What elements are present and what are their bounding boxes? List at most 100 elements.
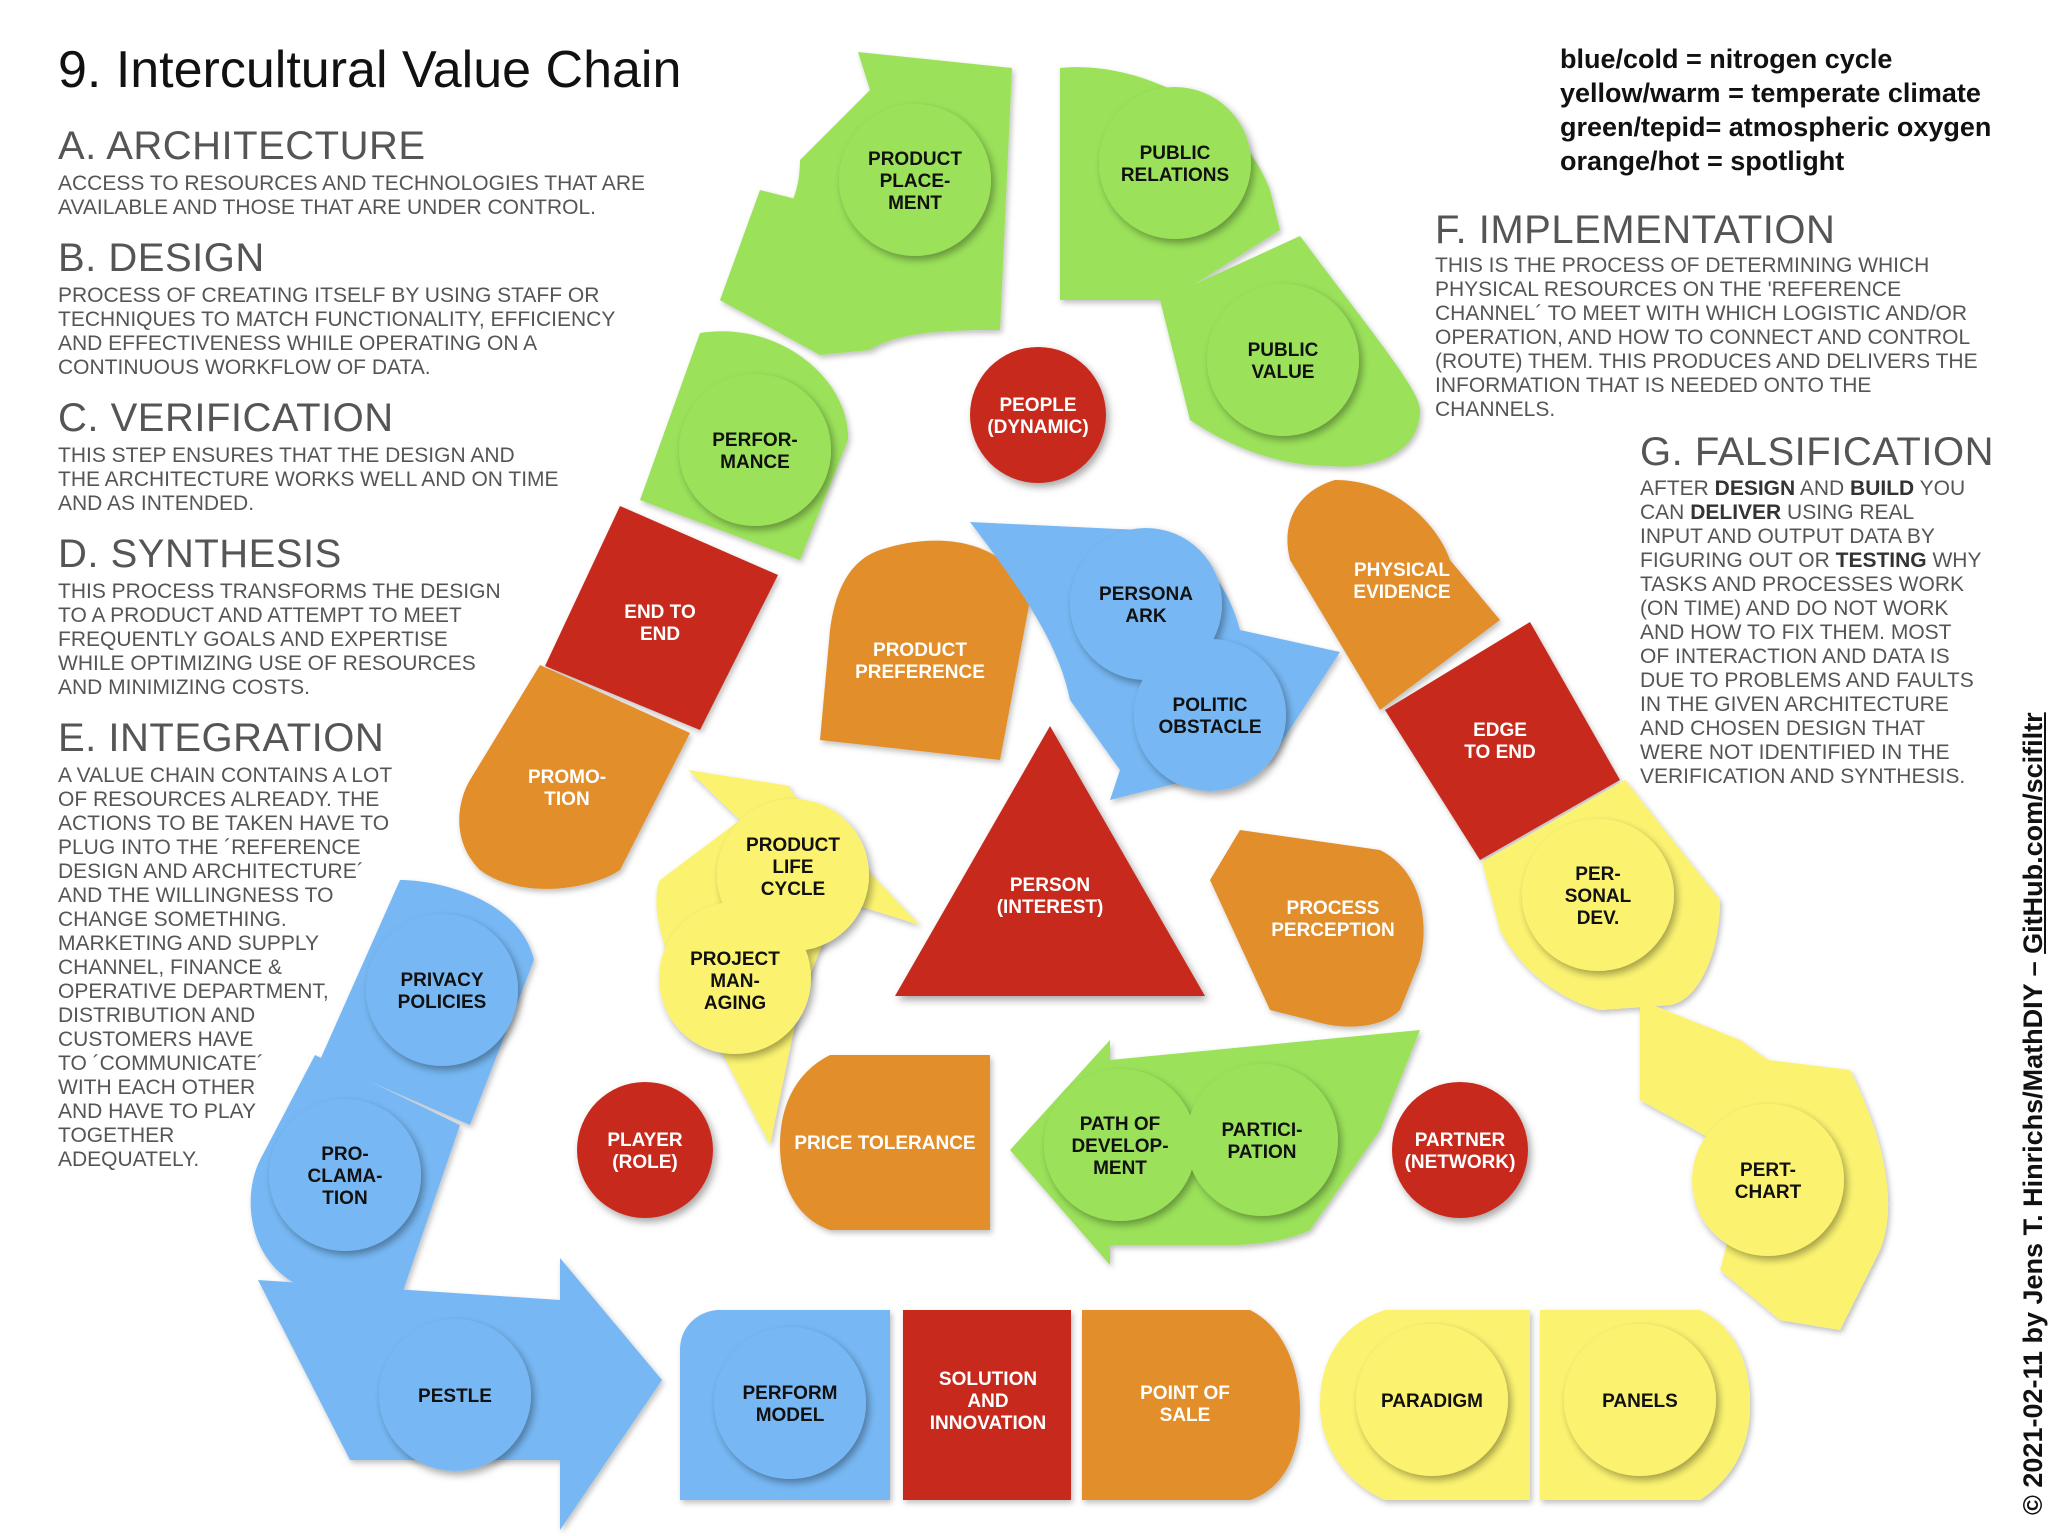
circle-pestle [379,1319,531,1471]
red-triangle-person-interest [895,726,1205,996]
label-line: PLACE- [880,171,951,192]
section-g-line: INPUT AND OUTPUT DATA BY [1640,525,1935,548]
section-f-line: PHYSICAL RESOURCES ON THE 'REFERENCE [1435,278,1902,301]
label-line: SALE [1160,1405,1211,1426]
orange-block-physical-evidence [1287,480,1500,710]
label-line: VALUE [1252,362,1315,383]
label-line: PLAYER [607,1130,683,1151]
red-circle-player [577,1082,713,1218]
label-line: EVIDENCE [1353,582,1450,603]
section-a-line: ACCESS TO RESOURCES AND TECHNOLOGIES THA… [58,172,645,195]
section-e-line: TO ´COMMUNICATE´ [58,1052,264,1075]
g-text: USING REAL [1781,501,1915,524]
label-line: CHART [1735,1182,1802,1203]
label-partner-network: PARTNER(NETWORK) [1405,1130,1516,1173]
section-e-line: OPERATIVE DEPARTMENT, [58,980,329,1003]
section-b-heading: B. DESIGN [58,236,265,280]
section-g-line: AND CHOSEN DESIGN THAT [1640,717,1926,740]
section-f-line: (ROUTE) THEM. THIS PRODUCES AND DELIVERS… [1435,350,1978,373]
label-line: DEVELOP- [1071,1136,1168,1157]
label-line: PATH OF [1080,1114,1161,1135]
g-text: WHY [1926,549,1982,572]
section-g-line: (ON TIME) AND DO NOT WORK [1640,597,1949,620]
label-line: CYCLE [761,879,825,900]
section-b-line: AND EFFECTIVENESS WHILE OPERATING ON A [58,332,538,355]
section-e-line: AND THE WILLINGNESS TO [58,884,334,907]
circle-proclamation [269,1099,421,1251]
orange-block-product-preference [820,540,1030,760]
section-d-heading: D. SYNTHESIS [58,532,342,576]
label-line: PRIVACY [400,970,483,991]
section-e-line: CHANNEL, FINANCE & [58,956,283,979]
label-line: PROCESS [1287,898,1380,919]
copyright-prefix: © 2021-02-11 by Jens T. Hinrichs/MathDIY… [2018,953,2048,1515]
label-line: (DYNAMIC) [987,417,1088,438]
label-line: PESTLE [418,1386,492,1407]
circle-project-managing [659,902,811,1054]
section-e-line: MARKETING AND SUPPLY [58,932,320,955]
section-f-body: THIS IS THE PROCESS OF DETERMINING WHICH… [1435,254,1978,422]
label-line: LIFE [772,857,813,878]
label-line: END TO [624,602,695,623]
label-line: (NETWORK) [1405,1152,1516,1173]
section-e-line: DISTRIBUTION AND [58,1004,256,1027]
section-e-line: AND HAVE TO PLAY [58,1100,257,1123]
label-line: PUBLIC [1248,340,1319,361]
g-bold-deliver: DELIVER [1690,501,1782,524]
circle-panels [1564,1324,1716,1476]
section-e-line: A VALUE CHAIN CONTAINS A LOT [58,764,393,787]
section-g-body: AFTER DESIGN AND BUILD YOU CAN DELIVER U… [1640,477,1981,789]
github-link[interactable]: GitHub.com/scifiltr [2018,712,2048,954]
label-promotion: PROMO-TION [528,767,606,810]
section-b-line: PROCESS OF CREATING ITSELF BY USING STAF… [58,284,600,307]
circle-performance [679,374,831,526]
section-e-line: DESIGN AND ARCHITECTURE´ [58,860,364,883]
label-line: PRODUCT [873,640,967,661]
legend-item-orange: orange/hot = spotlight [1560,146,1845,176]
circle-paradigm [1356,1324,1508,1476]
section-f-line: CHANNEL´ TO MEET WITH WHICH LOGISTIC AND… [1435,302,1968,325]
legend-item-green: green/tepid= atmospheric oxygen [1560,112,1992,142]
section-g-line: FIGURING OUT OR TESTING WHY [1640,549,1981,573]
label-line: RELATIONS [1121,165,1229,186]
label-line: PRODUCT [746,835,840,856]
label-line: (INTEREST) [997,897,1104,918]
label-line: PRODUCT [868,149,962,170]
label-line: OBSTACLE [1158,717,1261,738]
label-line: MENT [888,193,942,214]
section-b-line: CONTINUOUS WORKFLOW OF DATA. [58,356,431,379]
g-text: FIGURING OUT OR [1640,549,1836,572]
label-line: PERFOR- [712,430,798,451]
circle-participation [1186,1064,1338,1216]
label-line: PARADIGM [1381,1391,1483,1412]
circle-public-value [1207,284,1359,436]
label-person-interest: PERSON(INTEREST) [997,875,1104,918]
label-line: DEV. [1577,908,1620,929]
g-text: YOU [1914,477,1966,500]
section-g-line: CAN DELIVER USING REAL [1640,501,1981,525]
g-bold-design: DESIGN [1714,477,1796,500]
red-block-solution-innovation [903,1310,1071,1500]
section-e-line: TOGETHER [58,1124,175,1147]
red-circle-people [970,347,1106,483]
label-line: EDGE [1473,720,1527,741]
section-e-line: OF RESOURCES ALREADY. THE [58,788,380,811]
section-c-line: AND AS INTENDED. [58,492,255,515]
page-title: 9. Intercultural Value Chain [58,41,682,99]
circle-privacy-policies [366,914,518,1066]
label-line: PHYSICAL [1354,560,1450,581]
label-line: PERFORM [743,1383,838,1404]
section-b-body: PROCESS OF CREATING ITSELF BY USING STAF… [58,284,615,380]
